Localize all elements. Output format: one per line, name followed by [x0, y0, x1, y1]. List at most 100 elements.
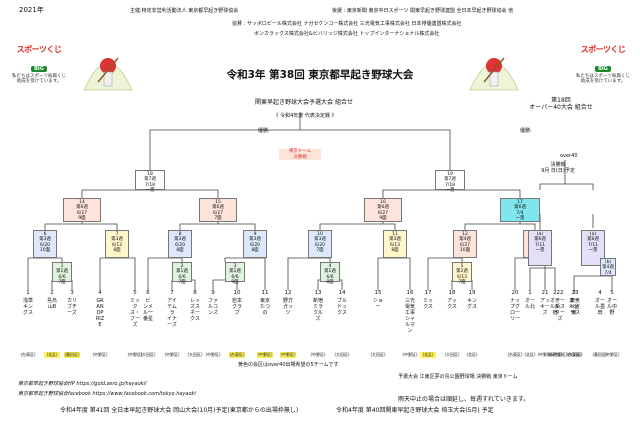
team-region: (中野区) [164, 352, 180, 357]
team-region: (中野区) [127, 352, 143, 357]
team-name: オールスターズ [555, 298, 566, 322]
team-region: (中野区) [257, 352, 273, 358]
over40-title: 第18回 オーバー40大会 組合せ [529, 97, 593, 111]
team-name: キングス [467, 298, 478, 310]
team-name: 東京ペガサス [570, 298, 581, 316]
team-name: 東京たつの [260, 298, 271, 316]
team-number: 23 [571, 290, 579, 296]
team-region: (台東区) [229, 352, 245, 358]
team-region: (中野区) [205, 352, 221, 357]
over40-team-region: (墨田区) [592, 352, 608, 357]
match-box: 6 第3週 6/20 10面 [33, 230, 57, 258]
logo-sub: BIG [595, 66, 611, 72]
team-name: 浅草キングス [23, 298, 34, 316]
team-region: (大田区) [444, 352, 460, 357]
match-box: 17 第6週 7/4 一塁 [500, 198, 540, 222]
team-name: GRANDPRIZE [95, 298, 105, 328]
team-name: ミックス・フーズ [130, 298, 141, 328]
legend-schedule: 予選大会 江東区夢の島公園野球場 決勝戦 東京ドーム [398, 374, 518, 380]
team-number: 16 [406, 290, 414, 296]
team-region: (墨田区) [64, 352, 80, 358]
main-winner-label: 優勝: [258, 128, 270, 134]
over40-team-region: (北区) [524, 352, 536, 357]
team-number: 6 [146, 290, 150, 296]
over40-team-name: オール中野 [607, 298, 618, 316]
team-region: (大田区) [187, 352, 203, 357]
team-name: 岩本クラブ [232, 298, 243, 316]
team-number: 2 [50, 290, 54, 296]
match-box: 16 第6週 6/27 9面 [364, 198, 402, 222]
supporter-text: 後援 : 東京新聞 東京中日スポーツ 関東早起き野球連盟 全日本早起き野球協会 … [332, 8, 514, 14]
team-number: 12 [284, 290, 292, 296]
over40-final-box: 決勝戦 9月 日(日)予定 [541, 162, 575, 174]
team-name: 三光電気工事シャルマン [405, 298, 416, 334]
team-name: ビンメル一番星 [143, 298, 154, 322]
facebook-link[interactable]: 東京都早起き野球協会facebook https://www.facebook.… [18, 391, 196, 397]
team-number: 4 [98, 290, 102, 296]
logo-brand: スポーツくじ [580, 45, 626, 54]
logo-sub: BIG [31, 66, 47, 72]
match-box: (a) 第6週 7/11 一塁 [528, 230, 552, 266]
sports-lottery-logo-right: スポーツくじ BIG 私たちはスポーツ振興くじ 助成を受けています。 [572, 44, 634, 84]
team-number: 18 [448, 290, 456, 296]
team-name: 島烏山B [47, 298, 58, 310]
team-region: (中野区) [92, 352, 108, 357]
team-number: 19 [468, 290, 476, 296]
team-region: (台東区) [507, 352, 523, 357]
over40-team-region: (新宿区) [547, 352, 563, 357]
match-box: 15 第6週 6/27 7面 [199, 198, 237, 222]
match-box: 10 第3週 6/20 7面 [308, 230, 332, 258]
team-number: 11 [261, 290, 269, 296]
over40-team-name: オール北 [525, 298, 536, 310]
match-box: 18 第7週 7/18 一塁 [135, 170, 165, 193]
team-number: 14 [338, 290, 346, 296]
match-box: 1 第1週 6/6 7面 [52, 262, 72, 285]
sponsors-line-1: 協賛 : サッポロビール株式会社 ナガセケンコー株式会社 三光電気工事株式会社 … [232, 21, 462, 27]
team-region: (中野区) [402, 352, 418, 357]
team-name: 野方ガッツ [283, 298, 294, 316]
team-number: 22 [556, 290, 564, 296]
over40-team-number: 1 [528, 290, 532, 296]
team-number: 7 [170, 290, 174, 296]
mascot-emblem-right [469, 57, 519, 91]
final-venue-label: 東京ドーム 決勝戦 [279, 149, 321, 160]
team-number: 10 [233, 290, 241, 296]
website-link[interactable]: 東京都早起き野球協会HP https://gold.zero.jp/hayaok… [18, 381, 147, 387]
over40-team-region: (台東区) [566, 352, 582, 357]
logo-brand: スポーツくじ [16, 45, 62, 54]
footer-line-2: 令和4年度 第40回関東早起き野球大会 埼玉大会(5月) 予定 [336, 407, 494, 414]
match-box: 5 第2週 6/13 7面 [452, 262, 472, 285]
legend-note: 黄色の会区はover40出場希望の5チームです [238, 362, 339, 368]
over40-team-number: 4 [598, 290, 602, 296]
team-number: 5 [133, 290, 137, 296]
match-box: 3 第1週 6/6 9面 [225, 262, 245, 285]
team-number: 8 [193, 290, 197, 296]
team-region: (中野区) [310, 352, 326, 357]
over40-team-region: (中野区) [604, 352, 620, 357]
team-region: (北区) [466, 352, 478, 357]
match-box: 2 第1週 6/6 7面 [172, 262, 192, 285]
page-title: 令和3年 第38回 東京都早起き野球大会 [226, 69, 414, 81]
team-name: ナップグローリー [510, 298, 521, 322]
match-box: 9 第3週 6/20 8面 [243, 230, 267, 258]
sports-lottery-logo-left: スポーツくじ BIG 私たちはスポーツ振興くじ 助成を受けています。 [8, 44, 70, 84]
team-number: 20 [511, 290, 519, 296]
match-box: 4 第1週 6/6 8面 [320, 262, 340, 285]
organizer-text: 主催:特定非営利活動法人 東京都早起き野球協会 [130, 8, 239, 14]
over40-label: over40 [560, 153, 578, 159]
match-box: 11 第3週 6/13 8面 [383, 230, 407, 258]
over40-team-name: オール新宿 [550, 298, 561, 316]
team-number: 17 [424, 290, 432, 296]
team-number: 21 [541, 290, 549, 296]
team-name: ミックス [423, 298, 434, 310]
over40-team-number: 5 [610, 290, 614, 296]
team-number: 9 [211, 290, 215, 296]
team-name: カリブチーズ [67, 298, 78, 316]
team-region: (北区) [44, 352, 60, 358]
team-region: (北区) [420, 352, 436, 358]
logo-caption: 私たちはスポーツ振興くじ 助成を受けています。 [12, 74, 66, 84]
team-region: (大田区) [140, 352, 156, 357]
over40-winner-label: 優勝: [520, 128, 532, 134]
over40-team-name: オール台東 [569, 298, 580, 316]
team-name: 新宿ミラクルズ [313, 298, 324, 322]
